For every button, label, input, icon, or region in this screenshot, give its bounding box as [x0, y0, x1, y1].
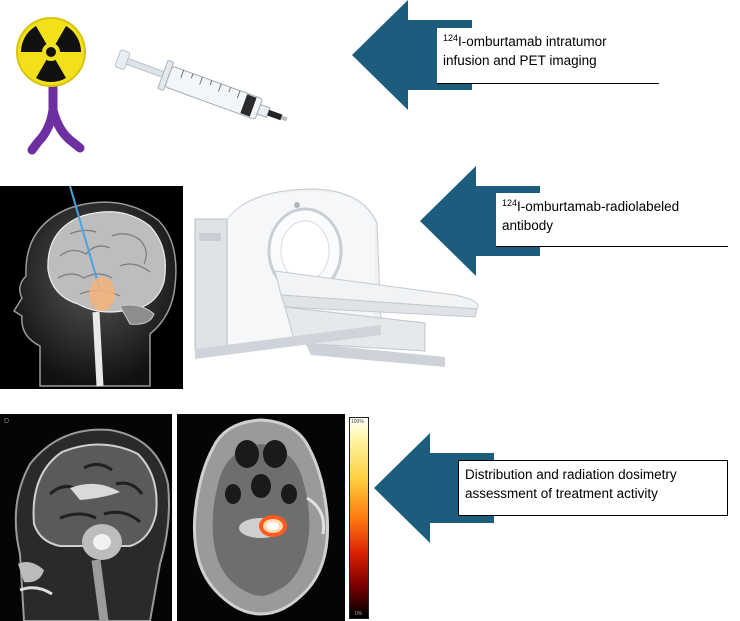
pet-ct-axial-image — [177, 414, 345, 621]
brain-illustration — [0, 186, 183, 389]
colorbar-max-label: 100% — [351, 419, 364, 425]
step-1-line1: I-omburtamab intratumor — [458, 34, 607, 49]
colorbar-min-label: 0% — [355, 611, 363, 617]
infusion-catheter — [69, 186, 101, 291]
step-3-line1: Distribution and radiation dosimetry — [465, 467, 677, 482]
step-1-isotope: 124 — [443, 33, 459, 43]
step-2-line1: I-omburtamab-radiolabeled — [517, 199, 680, 214]
step-1-line2: infusion and PET imaging — [443, 53, 597, 68]
radiation-icon — [16, 17, 86, 87]
step-2-isotope: 124 — [502, 198, 518, 208]
syringe-icon — [114, 49, 288, 122]
colorbar: 100% 0% — [349, 417, 369, 619]
mri-corner-label: D — [4, 418, 9, 425]
y-catheter-tube — [27, 73, 85, 155]
step-2-label: 124I-omburtamab-radiolabeled antibody — [496, 193, 728, 247]
tumor-highlight — [89, 277, 115, 311]
mri-sagittal-image: D — [0, 414, 172, 621]
step-2-line2: antibody — [502, 218, 554, 233]
step-3-line2: assessment of treatment activity — [465, 486, 658, 501]
step-1-label: 124I-omburtamab intratumor infusion and … — [437, 28, 659, 84]
radiation-catheter-illustration — [16, 17, 86, 155]
step-3-label: Distribution and radiation dosimetry ass… — [458, 460, 728, 516]
pet-scanner — [194, 188, 479, 367]
